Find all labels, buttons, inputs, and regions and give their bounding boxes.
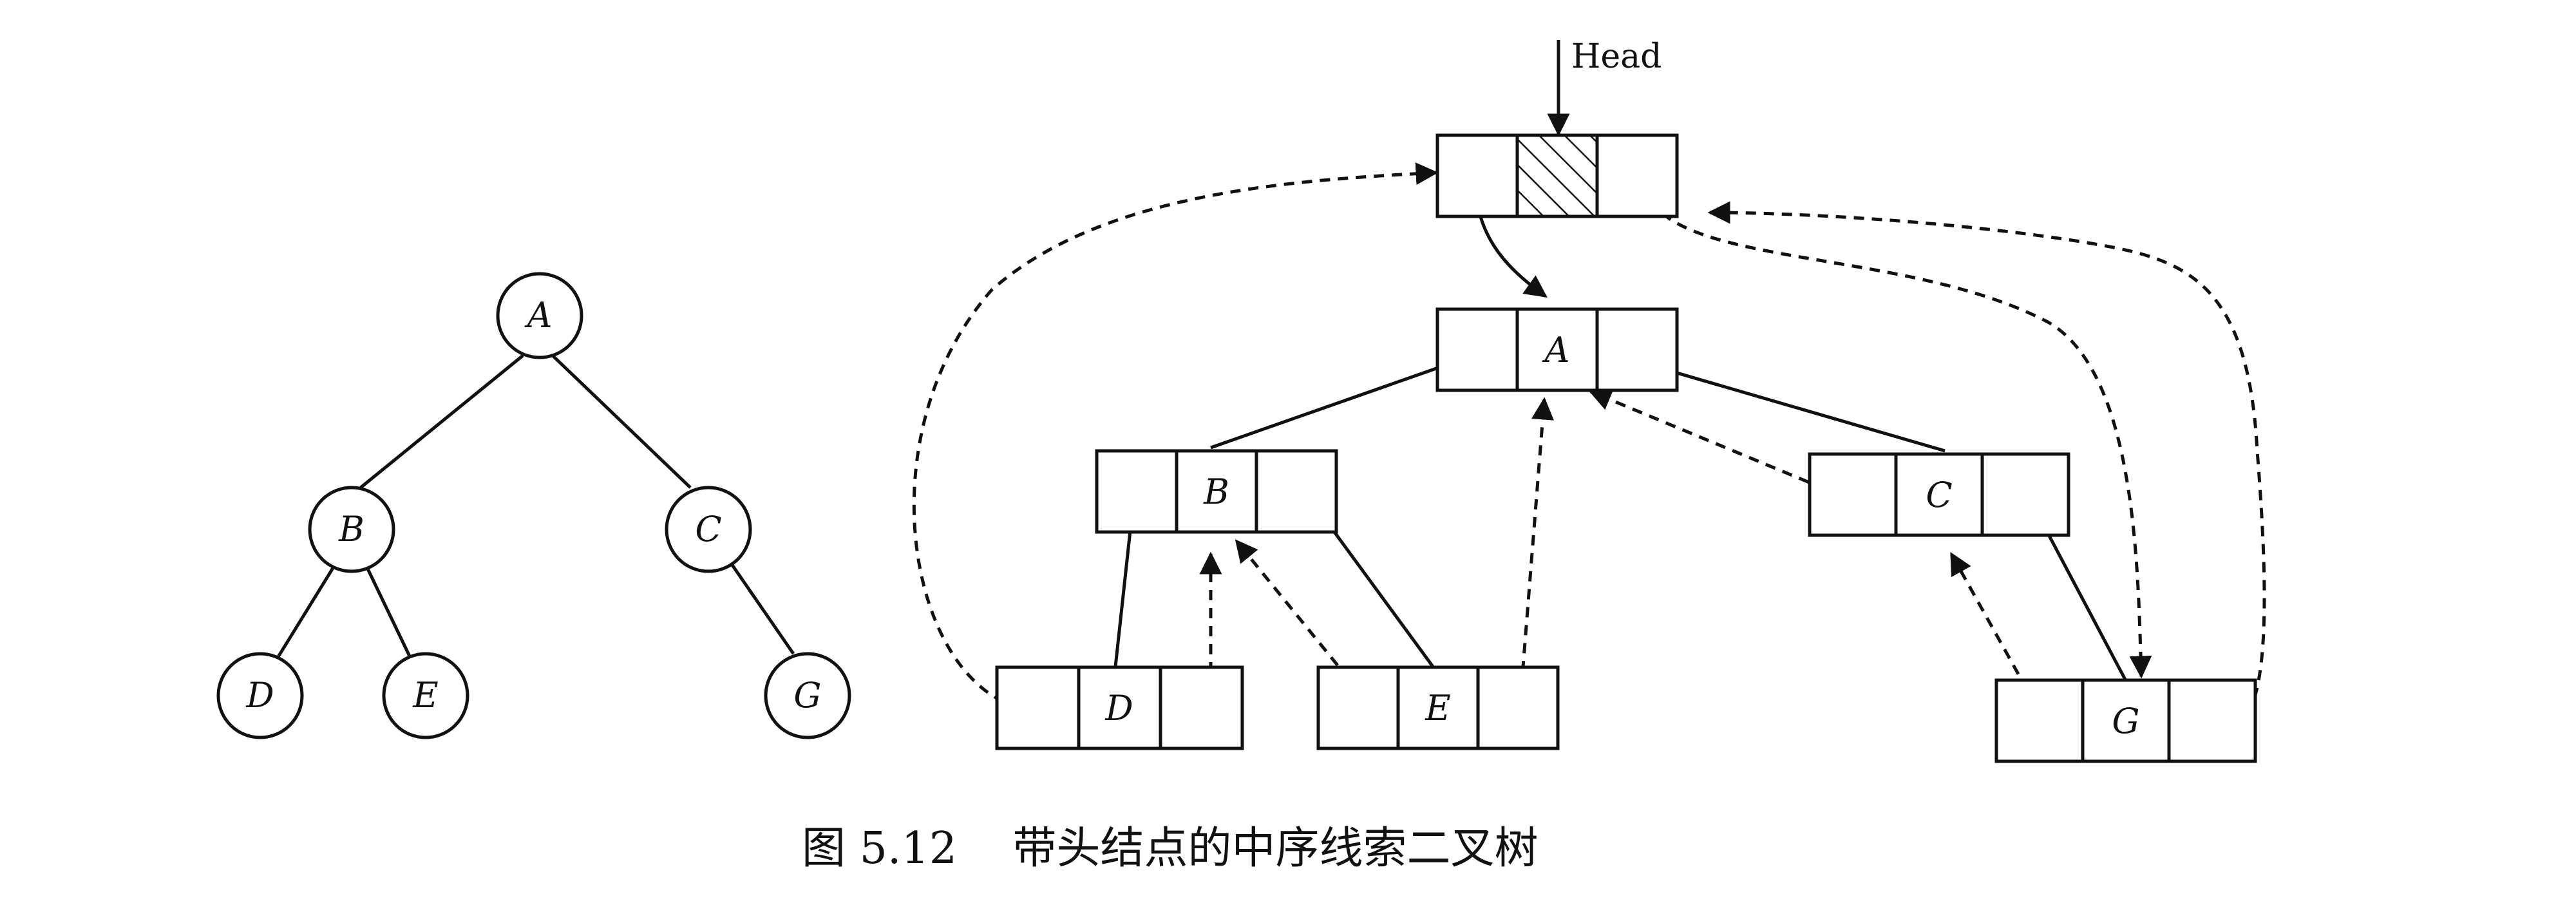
tree-node-d: D xyxy=(216,652,304,739)
tree-node-c: C xyxy=(665,486,752,573)
thread-node-label: A xyxy=(1542,330,1570,370)
thread-node-label: E xyxy=(1425,688,1450,728)
link-a-to-b xyxy=(1210,365,1441,450)
thread-node-label: B xyxy=(1203,471,1229,512)
tree-node-e: E xyxy=(382,652,469,739)
thread-g-to-head xyxy=(1707,201,2266,730)
thread-e-to-a xyxy=(1518,397,1554,708)
tree-edge-b-e xyxy=(364,564,413,660)
tree-node-label: C xyxy=(695,509,721,549)
tree-edge-a-c xyxy=(551,354,692,489)
tree-node-label: B xyxy=(338,509,365,549)
thread-node-d: D xyxy=(995,665,1244,750)
tree-node-label: E xyxy=(412,675,438,716)
thread-c-to-a xyxy=(1588,388,1842,498)
threaded-tree: Head A xyxy=(912,37,2266,763)
head-node xyxy=(1435,133,1679,218)
tree-edge-a-b xyxy=(359,354,524,489)
tree-edge-c-g xyxy=(727,559,795,655)
thread-node-a: A xyxy=(1435,307,1679,392)
tree-node-g: G xyxy=(764,652,851,739)
thread-d-to-head xyxy=(912,162,1439,712)
thread-node-label: G xyxy=(2112,701,2139,741)
tree-node-b: B xyxy=(308,486,395,573)
thread-node-e: E xyxy=(1316,665,1560,750)
tree-node-label: G xyxy=(793,675,821,716)
tree-edge-b-d xyxy=(275,564,337,660)
thread-node-label: D xyxy=(1104,688,1133,728)
tree-node-a: A xyxy=(496,272,583,359)
thread-g-to-c xyxy=(1949,551,2047,723)
thread-node-b: B xyxy=(1095,449,1338,534)
tree-node-label: D xyxy=(245,675,274,716)
binary-tree: A B C D E G xyxy=(216,272,851,739)
thread-node-g: G xyxy=(1994,678,2257,763)
head-label: Head xyxy=(1571,37,1662,76)
thread-node-label: C xyxy=(1926,475,1952,515)
thread-head-to-g xyxy=(1642,183,2152,679)
figure-caption: 图 5.12 带头结点的中序线索二叉树 xyxy=(802,823,1538,874)
tree-node-label: A xyxy=(524,295,553,336)
thread-node-c: C xyxy=(1808,452,2070,537)
